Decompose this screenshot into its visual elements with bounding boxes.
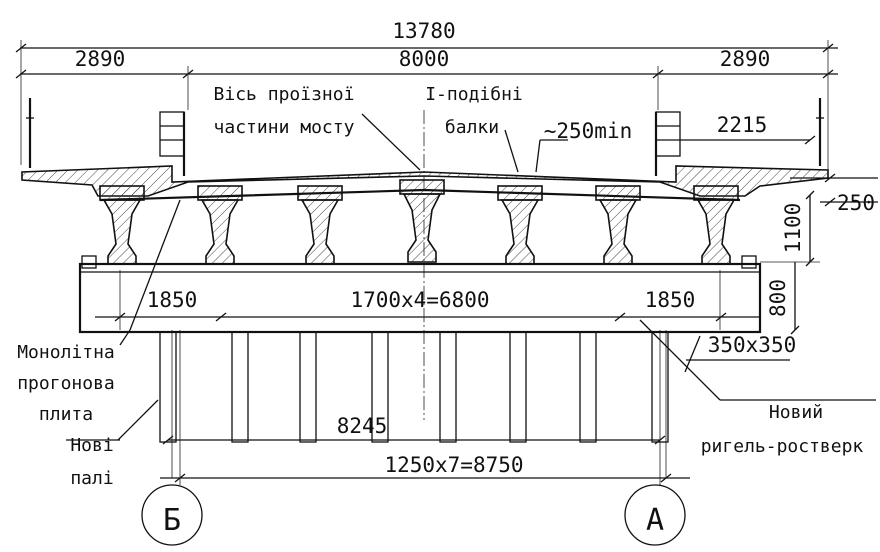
label-mono-line1: Монолітна <box>17 342 115 363</box>
dim-left-spacing: 1850 <box>147 288 198 312</box>
i-beam-7 <box>696 199 736 265</box>
crossbeam <box>78 255 762 334</box>
label-crossbeam-line2: ригель-ростверк <box>701 436 864 457</box>
dim-right-cantilever: 2890 <box>720 47 771 71</box>
label-axis-line1: Вісь проїзної <box>214 84 355 105</box>
label-piles-line2: палі <box>70 468 113 489</box>
i-beam-1 <box>102 199 142 265</box>
leader-lines <box>66 113 876 441</box>
i-beam-3 <box>300 199 340 265</box>
label-crossbeam-line1: Новий <box>769 402 823 423</box>
dim-beam-height: 1100 <box>781 203 805 254</box>
label-mono-line2: прогонова <box>17 373 115 394</box>
axis-bubble-b <box>141 484 203 546</box>
dim-pile-rows-distance: 8245 <box>337 414 388 438</box>
piles <box>159 331 669 443</box>
i-beam-5 <box>500 199 540 265</box>
label-mono-line3: плита <box>39 404 93 425</box>
axis-label-b: Б <box>163 503 181 538</box>
i-beam-6 <box>598 199 638 265</box>
dim-right-spacing: 1850 <box>645 288 696 312</box>
label-beams-line2: балки <box>445 117 499 138</box>
i-beam-4 <box>402 193 442 263</box>
dim-crossbeam-height: 800 <box>766 279 790 317</box>
right-barrier <box>655 111 681 157</box>
railings <box>26 98 824 176</box>
label-axis-line2: частини мосту <box>214 117 355 138</box>
dim-min-gap: ~250min <box>544 119 633 143</box>
dim-slab-thickness: 250 <box>837 191 875 215</box>
dim-right-sidewalk: 2215 <box>717 113 768 137</box>
dimension-lines <box>15 40 878 485</box>
label-beams-line1: І-подібні <box>425 84 523 105</box>
dim-beam-spacing: 1700x4=6800 <box>350 288 489 312</box>
dim-pile-spacing: 1250x7=8750 <box>384 453 523 477</box>
dim-overall-width: 13780 <box>392 19 455 43</box>
dim-left-cantilever: 2890 <box>75 47 126 71</box>
left-barrier <box>159 111 185 157</box>
i-beams <box>102 193 736 265</box>
axis-label-a: А <box>646 503 664 538</box>
label-piles-line1: Нові <box>70 435 113 456</box>
deck-slab <box>21 165 829 202</box>
axis-bubble-a <box>624 484 686 546</box>
dim-carriageway: 8000 <box>399 47 450 71</box>
i-beam-2 <box>200 199 240 265</box>
dim-pile-section: 350x350 <box>708 333 797 357</box>
